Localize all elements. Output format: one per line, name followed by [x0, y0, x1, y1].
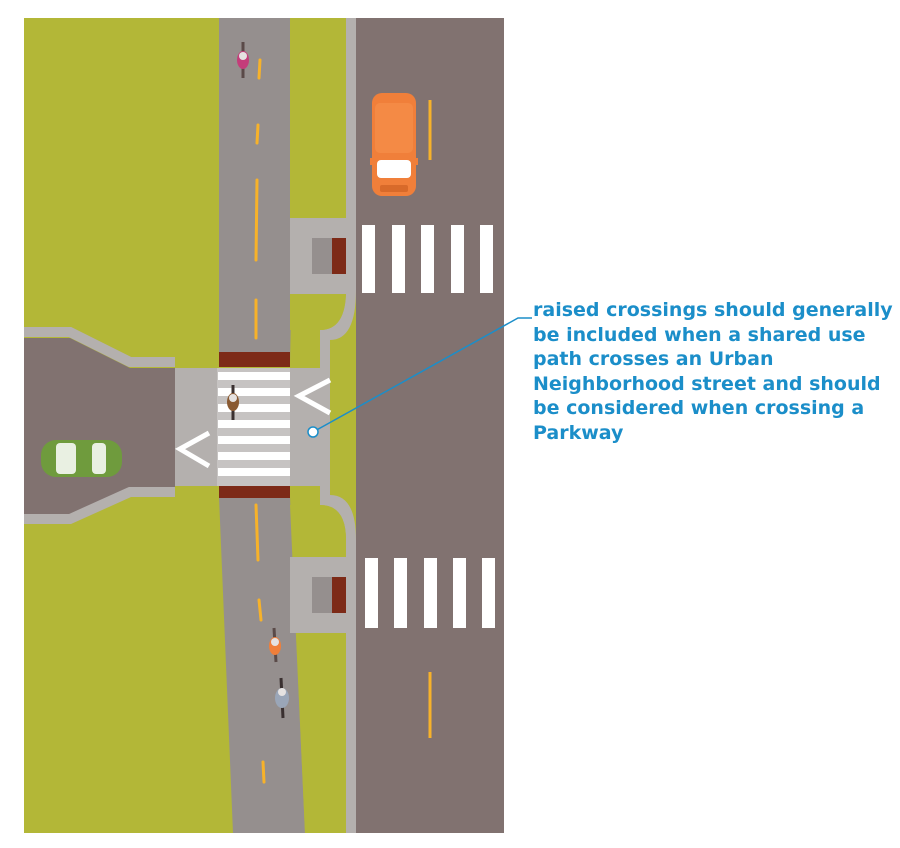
sidewalk-strip: [320, 18, 356, 833]
crosswalk-lower: [365, 558, 495, 628]
van-icon: [370, 93, 418, 196]
car-icon: [41, 440, 122, 477]
path-center-line: [254, 58, 266, 784]
ramp-lower-warning: [332, 577, 346, 613]
ramp-chevron-left: [174, 430, 211, 469]
grass-strip-ne: [297, 18, 346, 218]
detectable-warning-south: [219, 486, 290, 498]
bicyclist-icon: [237, 42, 249, 78]
shared-use-path-south: [219, 497, 305, 833]
crosswalk-upper: [362, 225, 493, 293]
detectable-warning-north: [219, 352, 290, 367]
side-road-curb-top: [24, 327, 175, 367]
bicyclist-icon: [275, 677, 289, 719]
callout-leader-icon: [307, 317, 532, 438]
bicyclist-icon: [269, 627, 281, 663]
side-road-curb-bottom: [24, 487, 175, 524]
callout-text: raised crossings should generally be inc…: [533, 299, 893, 444]
ramp-upper-warning: [332, 238, 346, 274]
ramp-chevron-right: [293, 377, 332, 416]
raised-crossing-edge-left: [175, 368, 217, 486]
bicyclist-icon: [227, 385, 239, 420]
raised-crosswalk-stripes: [218, 372, 290, 476]
